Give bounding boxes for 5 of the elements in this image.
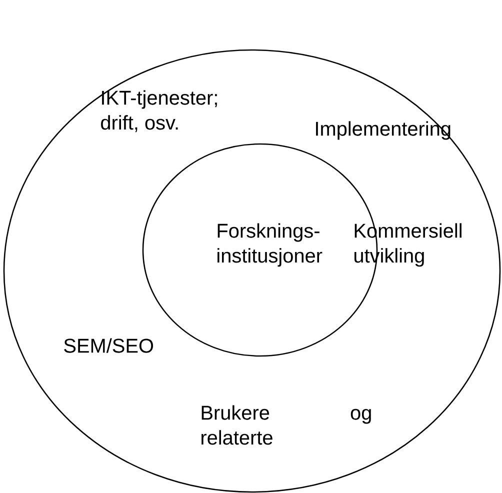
text-label: Brukere og relaterte <box>202 405 371 445</box>
text-label: IKT-tjenester; drift, osv. <box>101 90 217 132</box>
text-label: Forsknings- institusjoner <box>218 223 322 267</box>
text-label: SEM/SEO <box>64 338 154 353</box>
outer-ellipse <box>3 49 501 493</box>
